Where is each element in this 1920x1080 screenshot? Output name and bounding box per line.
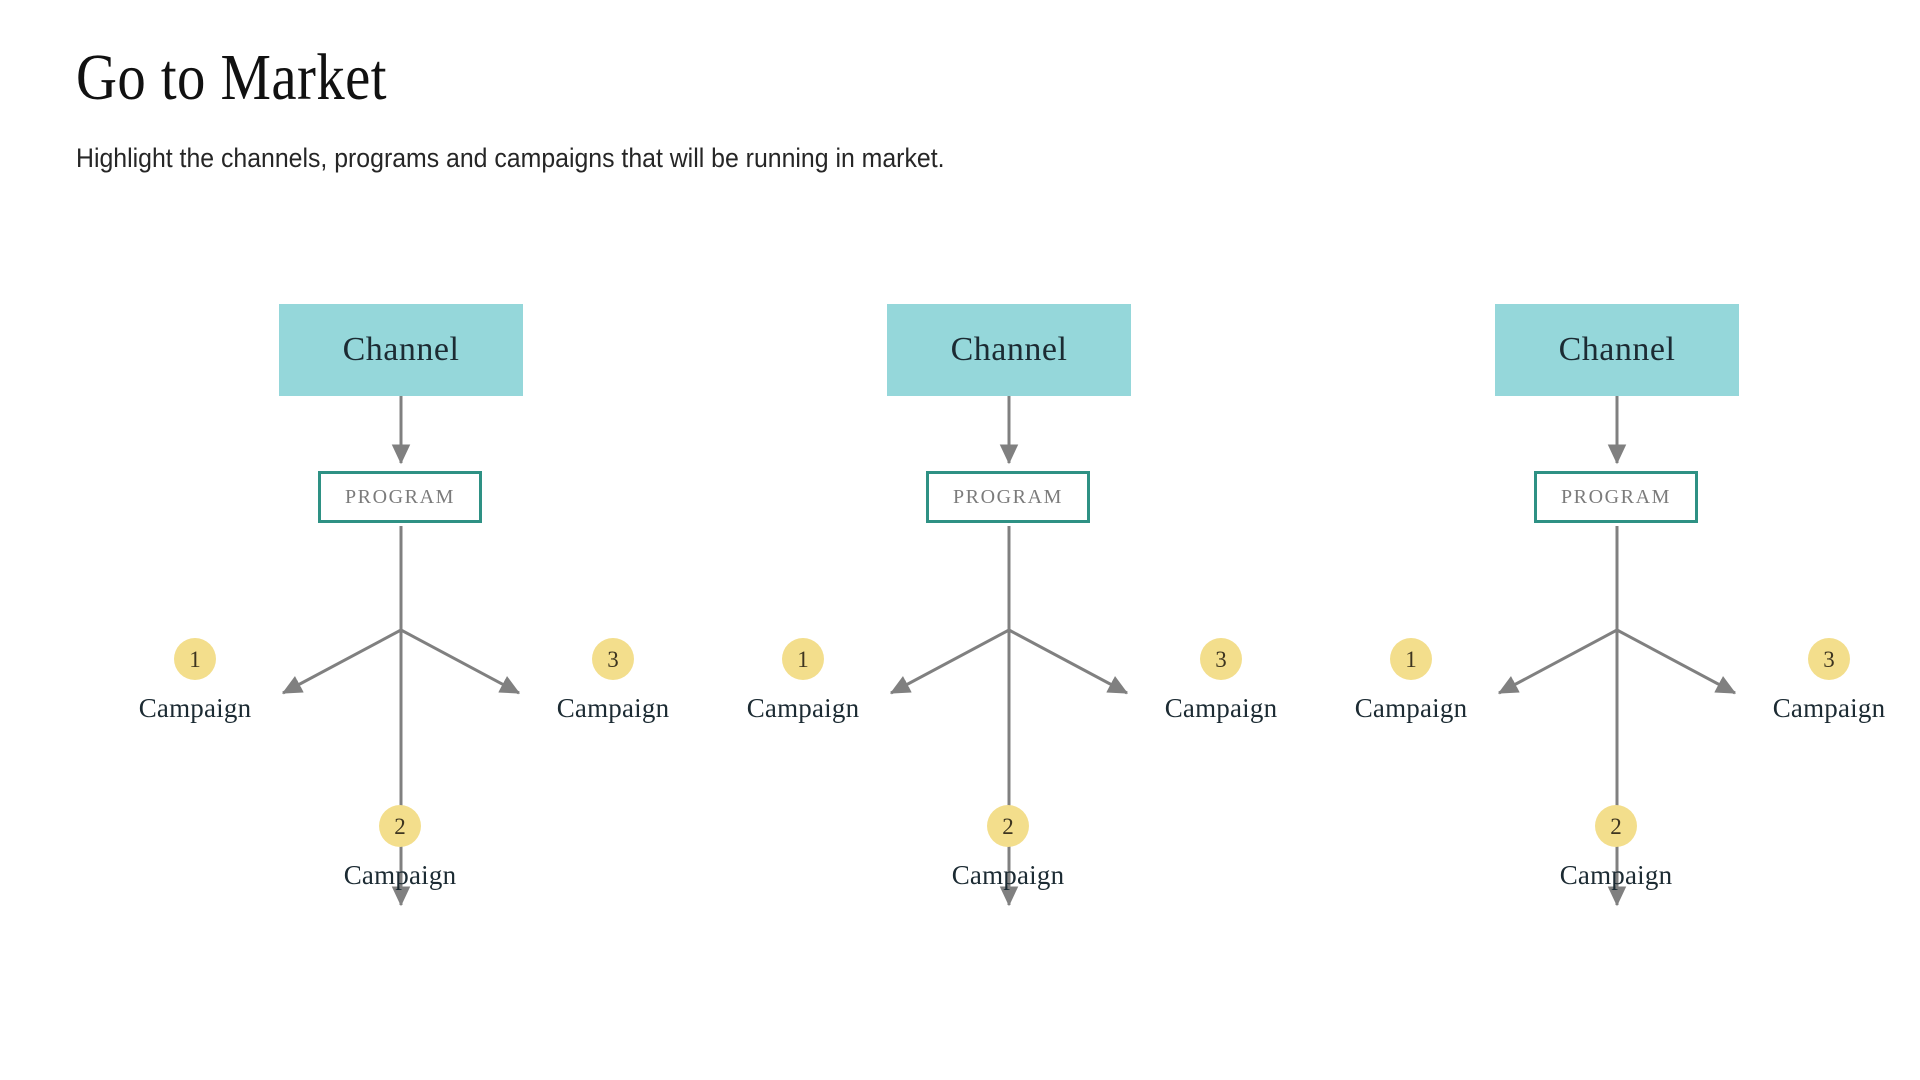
campaign-label: Campaign	[343, 860, 457, 890]
channel-tree-2: Channel PROGRAM 1 Campaign 3 Campaign 2 …	[688, 275, 1288, 975]
program-box[interactable]: PROGRAM	[926, 471, 1090, 523]
campaign-label: Campaign	[1772, 693, 1886, 723]
campaign-label: Campaign	[1559, 860, 1673, 890]
program-label: PROGRAM	[344, 486, 456, 508]
campaign-label: Campaign	[1354, 693, 1468, 723]
campaign-number-badge: 1	[782, 638, 824, 680]
campaign-number-badge: 2	[1595, 805, 1637, 847]
program-box[interactable]: PROGRAM	[1534, 471, 1698, 523]
page-subtitle: Highlight the channels, programs and cam…	[76, 143, 945, 174]
campaign-number-badge: 2	[987, 805, 1029, 847]
campaign-label: Campaign	[746, 693, 860, 723]
campaign-label: Campaign	[1164, 693, 1278, 723]
program-label: PROGRAM	[952, 486, 1064, 508]
page-title: Go to Market	[76, 41, 387, 114]
campaign-number-badge: 3	[592, 638, 634, 680]
slide-header: Go to Market Highlight the channels, pro…	[76, 42, 1776, 174]
go-to-market-diagram: Channel PROGRAM 1 Campaign 3 Campaign 2 …	[0, 275, 1920, 975]
campaign-label: Campaign	[138, 693, 252, 723]
campaign-label: Campaign	[951, 860, 1065, 890]
channel-tree-3: Channel PROGRAM 1 Campaign 3 Campaign 2 …	[1296, 275, 1896, 975]
campaign-node[interactable]: 3 Campaign	[498, 638, 728, 722]
channel-tree-1: Channel PROGRAM 1 Campaign 3 Campaign 2 …	[80, 275, 680, 975]
program-box[interactable]: PROGRAM	[318, 471, 482, 523]
campaign-node[interactable]: 2 Campaign	[893, 805, 1123, 889]
campaign-node[interactable]: 3 Campaign	[1106, 638, 1336, 722]
channel-box[interactable]: Channel	[1495, 304, 1739, 396]
program-label: PROGRAM	[1560, 486, 1672, 508]
channel-label: Channel	[1558, 331, 1676, 368]
campaign-node[interactable]: 1 Campaign	[80, 638, 310, 722]
campaign-node[interactable]: 1 Campaign	[1296, 638, 1526, 722]
campaign-node[interactable]: 1 Campaign	[688, 638, 918, 722]
campaign-number-badge: 3	[1808, 638, 1850, 680]
campaign-number-badge: 1	[174, 638, 216, 680]
campaign-label: Campaign	[556, 693, 670, 723]
channel-box[interactable]: Channel	[279, 304, 523, 396]
campaign-number-badge: 2	[379, 805, 421, 847]
campaign-node[interactable]: 2 Campaign	[1501, 805, 1731, 889]
channel-label: Channel	[342, 331, 460, 368]
campaign-number-badge: 3	[1200, 638, 1242, 680]
channel-label: Channel	[950, 331, 1068, 368]
campaign-number-badge: 1	[1390, 638, 1432, 680]
campaign-node[interactable]: 2 Campaign	[285, 805, 515, 889]
campaign-node[interactable]: 3 Campaign	[1714, 638, 1920, 722]
channel-box[interactable]: Channel	[887, 304, 1131, 396]
